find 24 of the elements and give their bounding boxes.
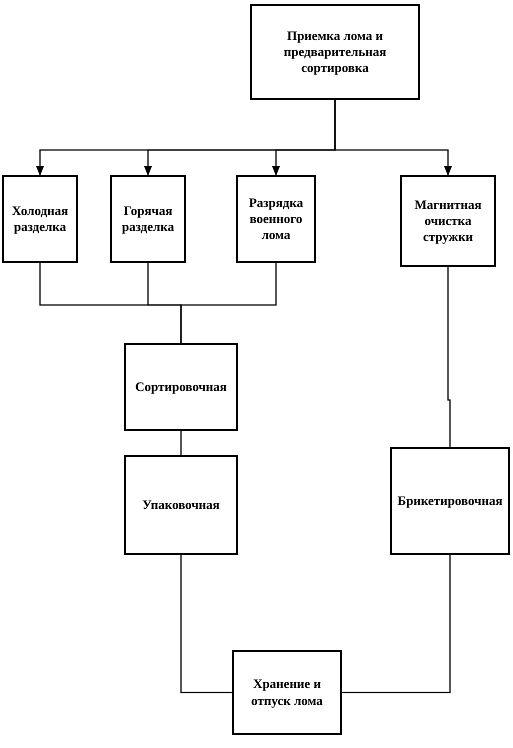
box-label: Холодная разделка bbox=[10, 202, 70, 236]
process-box bbox=[124, 343, 238, 431]
process-box bbox=[110, 175, 186, 263]
connector-line bbox=[342, 555, 451, 694]
process-box bbox=[2, 175, 78, 263]
connector-line bbox=[180, 263, 277, 343]
connector-line bbox=[180, 431, 182, 455]
process-box bbox=[400, 175, 496, 267]
box-label: Магнитная очистка стружки bbox=[413, 196, 483, 246]
process-box bbox=[124, 455, 238, 555]
box-label: Приемка лома и предварительная сортировка bbox=[282, 28, 388, 76]
box-label: Горячая разделка bbox=[120, 202, 176, 236]
process-box bbox=[236, 175, 316, 263]
box-label: Упаковочная bbox=[142, 496, 220, 514]
process-box bbox=[232, 650, 342, 735]
process-box bbox=[390, 447, 510, 555]
box-label: Разрядка военного лома bbox=[248, 194, 304, 244]
connector-line bbox=[180, 555, 232, 694]
process-box bbox=[250, 4, 420, 100]
connector-line bbox=[334, 100, 452, 176]
box-label: Брикетировочная bbox=[398, 492, 502, 510]
box-label: Сортировочная bbox=[135, 378, 227, 396]
connector-line bbox=[447, 267, 451, 447]
box-label: Хранение и отпуск лома bbox=[250, 676, 324, 709]
